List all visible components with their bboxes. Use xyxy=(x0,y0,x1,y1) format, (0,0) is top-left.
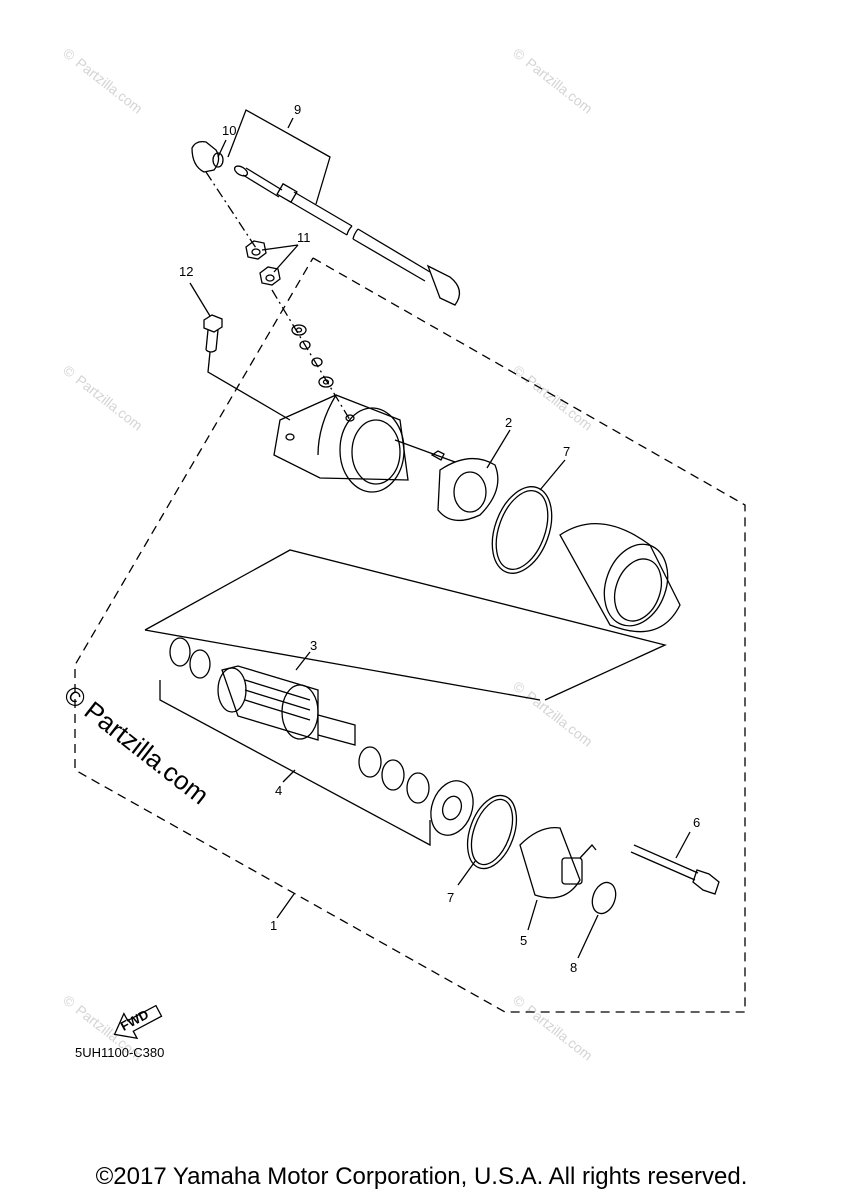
callout-6: 6 xyxy=(693,815,700,830)
long-bolt xyxy=(630,844,720,895)
watermark-text: Partzilla.com xyxy=(523,1002,596,1064)
o-ring-upper xyxy=(491,486,553,574)
callout-leader-9 xyxy=(287,117,294,129)
watermark-symbol: © xyxy=(510,45,529,64)
bolt-12 xyxy=(203,314,223,353)
callout-2: 2 xyxy=(505,415,512,430)
callout-9: 9 xyxy=(294,102,301,117)
leader-boot xyxy=(205,171,257,249)
armature-bracket-left xyxy=(144,629,541,701)
bearing-inner xyxy=(441,795,463,821)
callout-1: 1 xyxy=(270,918,277,933)
callout-8: 8 xyxy=(570,960,577,975)
callout-12: 12 xyxy=(179,264,193,279)
callout-3: 3 xyxy=(310,638,317,653)
callout-leader-10 xyxy=(217,139,227,158)
watermark-symbol: © xyxy=(510,992,529,1011)
front-cover xyxy=(273,394,409,493)
washer-left-1 xyxy=(169,637,191,667)
watermark-text: Partzilla.com xyxy=(73,372,146,434)
washer-right-1 xyxy=(358,746,382,778)
bearing xyxy=(430,780,474,836)
brush-holder xyxy=(394,439,499,522)
callout-leader-7b xyxy=(457,859,477,886)
washer-left-2 xyxy=(189,649,211,679)
nuts xyxy=(245,240,281,286)
o-ring-lower-inner xyxy=(470,798,514,866)
callout-numbers: 1 2 3 4 5 6 7 7 8 9 10 11 12 xyxy=(179,102,700,975)
terminal-boot xyxy=(191,140,224,173)
callout-leader-8 xyxy=(577,914,599,959)
lower-bracket xyxy=(159,680,431,847)
callout-leader-4 xyxy=(282,769,296,783)
copyright-notice: ©2017 Yamaha Motor Corporation, U.S.A. A… xyxy=(95,1163,748,1190)
watermark-text: Partzilla.com xyxy=(73,55,146,117)
callout-11: 11 xyxy=(297,230,311,245)
o-ring-small xyxy=(591,881,617,915)
leader-washers xyxy=(271,289,351,421)
callout-leader-7a xyxy=(539,459,566,491)
watermark-group: © Partzilla.com © Partzilla.com © Partzi… xyxy=(58,45,595,1064)
callout-leader-5 xyxy=(527,899,538,931)
callout-7-upper: 7 xyxy=(563,444,570,459)
terminal-washers xyxy=(291,324,334,388)
callout-bracket-9 xyxy=(227,109,331,205)
callout-leader-12 xyxy=(189,282,211,317)
lead-wire xyxy=(233,165,461,306)
watermark-symbol: © xyxy=(60,362,79,381)
callout-leader-6 xyxy=(675,831,691,859)
watermark-text: Partzilla.com xyxy=(523,55,596,117)
watermark-text: Partzilla.com xyxy=(523,688,596,750)
callout-leader-11 xyxy=(261,244,299,273)
armature xyxy=(217,665,356,746)
diagram-code: 5UH1100-C380 xyxy=(75,1045,164,1060)
washer-right-2 xyxy=(381,759,405,791)
washer-right-3 xyxy=(406,772,430,804)
watermark-symbol: © xyxy=(60,45,79,64)
armature-bracket xyxy=(144,549,667,701)
o-ring-upper-inner xyxy=(495,490,549,570)
watermark-text-bold: Partzilla.com xyxy=(79,695,215,810)
callout-leader-3 xyxy=(295,651,311,671)
watermark-text: Partzilla.com xyxy=(523,372,596,434)
callout-4: 4 xyxy=(275,783,282,798)
watermark-symbol: © xyxy=(510,678,529,697)
watermark-symbol: © xyxy=(60,992,79,1011)
callout-10: 10 xyxy=(222,123,236,138)
fwd-arrow xyxy=(113,1004,163,1040)
callout-5: 5 xyxy=(520,933,527,948)
bolt-leader xyxy=(207,351,291,421)
rear-cover xyxy=(519,826,597,899)
callout-7-lower: 7 xyxy=(447,890,454,905)
o-ring-lower xyxy=(466,794,518,870)
assembly-outline xyxy=(74,257,746,1013)
callout-leader-2 xyxy=(486,429,511,469)
watermark-symbol: © xyxy=(510,362,529,381)
callout-leader-1 xyxy=(276,893,295,919)
yoke xyxy=(559,523,681,633)
